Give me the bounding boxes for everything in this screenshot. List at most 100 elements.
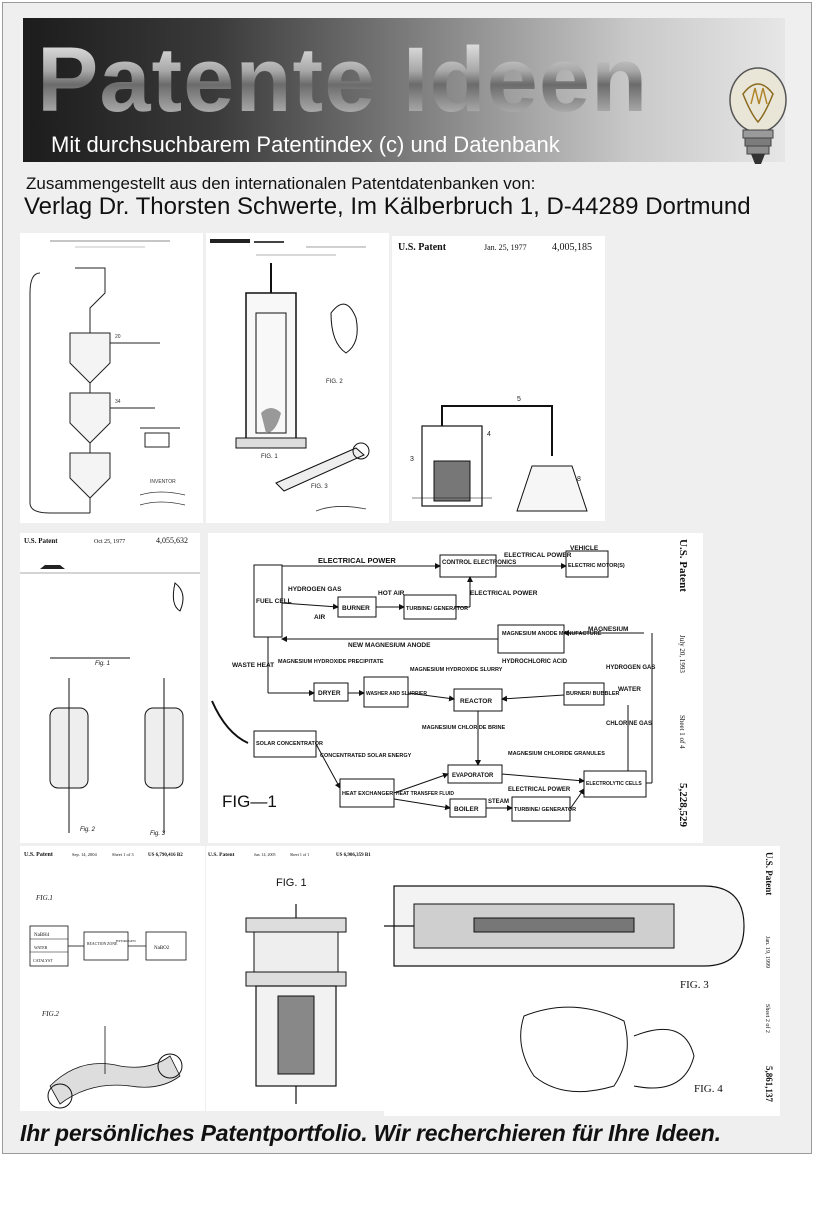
p8-fig4: FIG. 4 bbox=[694, 1083, 723, 1095]
svg-text:4: 4 bbox=[487, 431, 491, 438]
p8-side-header: U.S. Patent bbox=[764, 852, 774, 895]
label-evaporator: EVAPORATOR bbox=[452, 773, 494, 779]
patent-drawing-2: FIG. 2 FIG. 1 FIG. 3 bbox=[206, 233, 389, 523]
banner-subtitle: Mit durchsuchbarem Patentindex (c) und D… bbox=[51, 132, 560, 158]
label-solar-concentrator: SOLAR CONCENTRATOR bbox=[256, 741, 323, 747]
label-hydrogen-gas: HYDROGEN GAS bbox=[288, 586, 342, 593]
label-fuel-cell: FUEL CELL bbox=[256, 598, 292, 605]
label-mg-chloride-granules: MAGNESIUM CHLORIDE GRANULES bbox=[508, 751, 605, 757]
p4-date: Oct 25, 1977 bbox=[94, 539, 125, 545]
svg-text:20: 20 bbox=[115, 334, 121, 340]
title-banner: Patente Ideen Mit durchsuchbarem Patenti… bbox=[23, 18, 785, 162]
label-electrical-power-3: ELECTRICAL POWER bbox=[470, 590, 538, 597]
label-electric-motor: ELECTRIC MOTOR(S) bbox=[568, 563, 625, 569]
label-air: AIR bbox=[314, 614, 326, 621]
p7-date: Jun. 14, 2005 bbox=[254, 852, 276, 858]
p7-number: US 6,906,359 B1 bbox=[336, 853, 371, 858]
p8-fig3: FIG. 3 bbox=[680, 979, 709, 991]
label-vehicle: VEHICLE bbox=[570, 545, 599, 552]
label-mg-hydroxide-slurry: MAGNESIUM HYDROXIDE SLURRY bbox=[410, 667, 503, 673]
p4-fig3: Fig. 3 bbox=[150, 831, 166, 837]
patent-drawing-7: U.S. Patent Jun. 14, 2005 Sheet 1 of 1 U… bbox=[206, 846, 384, 1111]
lightbulb-icon bbox=[723, 64, 793, 174]
p6-box-a2: WATER bbox=[34, 945, 48, 950]
svg-text:FIG. 1: FIG. 1 bbox=[261, 454, 278, 460]
p6-header: U.S. Patent bbox=[24, 852, 53, 858]
label-steam: STEAM bbox=[488, 799, 509, 805]
label-boiler: BOILER bbox=[454, 806, 479, 813]
label-turbine-generator: TURBINE/ GENERATOR bbox=[406, 606, 468, 612]
label-burner-bubbler: BURNER/ BUBBLER bbox=[566, 691, 620, 697]
label-dryer: DRYER bbox=[318, 690, 341, 697]
svg-text:3: 3 bbox=[410, 456, 414, 463]
p7-header: U.S. Patent bbox=[208, 852, 235, 858]
svg-text:INVENTOR: INVENTOR bbox=[150, 479, 176, 485]
label-heat-exchanger: HEAT EXCHANGER bbox=[342, 791, 393, 797]
p6-number: US 6,790,416 B2 bbox=[148, 853, 183, 858]
label-heat-transfer-fluid: HEAT TRANSFER FLUID bbox=[396, 791, 454, 797]
svg-text:FIG. 3: FIG. 3 bbox=[311, 484, 328, 490]
patent-drawing-6: U.S. Patent Sep. 14, 2004 Sheet 1 of 3 U… bbox=[20, 846, 205, 1111]
p5-side-number: 5,228,529 bbox=[677, 783, 689, 828]
p6-box-a1: NaBH4 bbox=[34, 933, 50, 938]
p6-date: Sep. 14, 2004 bbox=[72, 852, 98, 858]
p7-fig: FIG. 1 bbox=[276, 877, 307, 889]
p3-number: 4,005,185 bbox=[552, 242, 592, 253]
banner-title: Patente Ideen bbox=[37, 34, 648, 126]
p4-number: 4,055,632 bbox=[156, 536, 188, 545]
p8-side-date: Jan. 19, 1999 bbox=[764, 936, 770, 968]
patent-drawing-4: U.S. Patent Oct 25, 1977 4,055,632 Fig. … bbox=[20, 533, 200, 843]
p6-box-b: REACTION ZONE bbox=[87, 942, 118, 946]
compiled-from-text: Zusammengestellt aus den internationalen… bbox=[26, 174, 535, 194]
p3-date: Jan. 25, 1977 bbox=[484, 243, 527, 252]
p6-fig2: FIG.2 bbox=[41, 1010, 59, 1018]
label-new-anode: NEW MAGNESIUM ANODE bbox=[348, 642, 431, 649]
patent-drawing-3: U.S. Patent Jan. 25, 1977 4,005,185 5 4 … bbox=[392, 236, 605, 521]
patent-drawing-5: ELECTRICAL POWER CONTROL ELECTRONICS ELE… bbox=[208, 533, 703, 843]
patent-drawing-1: 20 34 INVENTOR bbox=[20, 233, 203, 523]
label-hydrogen-gas-2: HYDROGEN GAS bbox=[606, 665, 655, 671]
label-chlorine-gas: CHLORINE GAS bbox=[606, 721, 652, 727]
p4-header: U.S. Patent bbox=[24, 537, 58, 545]
p3-header: U.S. Patent bbox=[398, 242, 447, 253]
label-magnesium: MAGNESIUM bbox=[588, 626, 628, 633]
label-fig-1: FIG—1 bbox=[222, 792, 277, 811]
p7-sheet: Sheet 1 of 1 bbox=[290, 852, 309, 857]
p8-side-number: 5,861,137 bbox=[764, 1066, 774, 1103]
label-hydrochloric-acid: HYDROCHLORIC ACID bbox=[502, 659, 568, 665]
label-waste-heat: WASTE HEAT bbox=[232, 662, 274, 669]
label-magnesium-anode: MAGNESIUM ANODE MANUFACTURE bbox=[502, 631, 602, 637]
label-hot-air: HOT AIR bbox=[378, 590, 405, 597]
p4-fig1: Fig. 1 bbox=[95, 661, 110, 667]
patent-drawing-8: FIG. 3 FIG. 4 U.S. Patent Jan. 19, 1999 … bbox=[384, 846, 780, 1116]
label-washer: WASHER AND SLURRIER bbox=[366, 691, 427, 697]
svg-text:5: 5 bbox=[517, 396, 521, 403]
p6-fig1: FIG.1 bbox=[35, 894, 53, 902]
label-electrolytic-cells: ELECTROLYTIC CELLS bbox=[586, 781, 642, 787]
svg-text:8: 8 bbox=[577, 476, 581, 483]
p6-sheet: Sheet 1 of 3 bbox=[112, 852, 134, 857]
label-reactor: REACTOR bbox=[460, 698, 492, 705]
label-control-electronics: CONTROL ELECTRONICS bbox=[442, 560, 516, 566]
footer-slogan: Ihr persönliches Patentportfolio. Wir re… bbox=[20, 1120, 721, 1147]
label-electrical-power-2: ELECTRICAL POWER bbox=[504, 552, 572, 559]
p5-side-date: July 20, 1993 bbox=[678, 635, 686, 673]
p6-box-a3: CATALYST bbox=[33, 958, 53, 963]
label-burner: BURNER bbox=[342, 605, 370, 612]
p8-side-sheet: Sheet 2 of 2 bbox=[764, 1004, 771, 1033]
label-electrical-power-top: ELECTRICAL POWER bbox=[318, 556, 396, 565]
p6-box-c: NaBO2 bbox=[154, 946, 170, 951]
svg-text:34: 34 bbox=[115, 399, 121, 405]
label-water: WATER bbox=[618, 686, 641, 693]
label-concentrated-solar: CONCENTRATED SOLAR ENERGY bbox=[320, 753, 412, 759]
p4-fig2: Fig. 2 bbox=[80, 827, 96, 833]
svg-text:FIG. 2: FIG. 2 bbox=[326, 379, 343, 385]
label-electrical-power-4: ELECTRICAL POWER bbox=[508, 787, 571, 793]
p6-arrow-label: HYDROGEN bbox=[116, 939, 136, 943]
label-mg-chloride-brine: MAGNESIUM CHLORIDE BRINE bbox=[422, 725, 505, 731]
p5-side-sheet: Sheet 1 of 4 bbox=[678, 715, 686, 749]
label-mg-hydroxide-precipitate: MAGNESIUM HYDROXIDE PRECIPITATE bbox=[278, 659, 384, 665]
label-turbine-generator-2: TURBINE/ GENERATOR bbox=[514, 807, 576, 813]
publisher-address: Verlag Dr. Thorsten Schwerte, Im Kälberb… bbox=[24, 193, 751, 221]
p5-side-header: U.S. Patent bbox=[677, 539, 689, 592]
